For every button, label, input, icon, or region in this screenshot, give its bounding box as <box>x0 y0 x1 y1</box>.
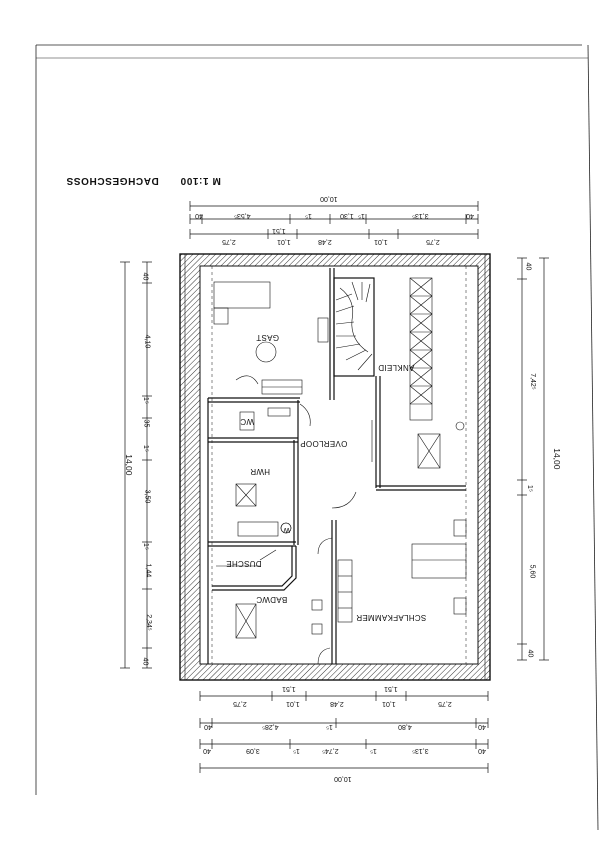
dim-left-4: 1⁵ <box>142 445 149 452</box>
room-label-dusche: DUSCHE <box>226 559 262 568</box>
dim-bot-r2-3: 4,28⁵ <box>262 723 279 730</box>
washer-label: W <box>283 526 290 533</box>
dim-right-2: 1⁵ <box>526 485 533 492</box>
staircase <box>335 281 373 371</box>
exterior-walls <box>179 253 491 681</box>
dim-bot-r1-1: 1,01 <box>382 700 396 707</box>
dim-left-6: 1⁵ <box>142 543 149 550</box>
dim-right-1: 7,42⁵ <box>529 373 536 390</box>
sheet-border-right <box>587 44 599 831</box>
dim-bot-r1-2: 2,48 <box>330 700 344 707</box>
dim-bot-r3-5: 3,09 <box>246 747 260 754</box>
dim-bot-r3-2: 1⁵ <box>370 747 377 754</box>
dim-bot-r3-1: 3,13⁵ <box>412 747 429 754</box>
dim-left-2: 1⁵ <box>142 397 149 404</box>
dim-bot-r2-2: 1⁵ <box>326 723 333 730</box>
dim-bot-r1-1b: 1,51 <box>384 685 398 692</box>
dim-top-r1-2: 1⁵ <box>358 212 365 219</box>
dim-bot-r1-3: 1,01 <box>286 700 300 707</box>
dim-top-r2-2: 2,48 <box>318 238 332 245</box>
dim-right-4: 40 <box>526 650 533 658</box>
dim-bot-r3-4: 1⁵ <box>293 747 300 754</box>
dim-bot-r2-1: 4,80 <box>398 723 412 730</box>
dim-bot-r2-4: 40 <box>478 723 486 730</box>
dim-left-7: 1,44 <box>144 564 151 578</box>
left-dimensions <box>120 261 152 669</box>
dim-bot-r1-4: 1,51 <box>282 685 296 692</box>
dim-top-r1-1: 3,13⁵ <box>412 212 429 219</box>
dim-top-r2-1: 1,01 <box>374 238 388 245</box>
room-label-wc: WC <box>240 417 254 426</box>
dim-bot-r3-0: 40 <box>203 747 211 754</box>
right-dimensions <box>517 257 549 661</box>
dim-bot-r3-3: 2,74⁵ <box>322 747 339 754</box>
dim-left-1: 4,10 <box>143 335 150 349</box>
dim-left-total: 14,00 <box>124 454 134 476</box>
washer-icon <box>280 522 292 534</box>
dim-left-8: 2,34⁵ <box>145 614 152 631</box>
drawing-scale: M 1:100 <box>180 175 221 186</box>
dim-top-r1-6: 40 <box>466 212 474 219</box>
dim-right-total: 14,00 <box>552 448 562 470</box>
dim-top-r2-3: 1,01 <box>277 238 291 245</box>
dim-left-3: 35 <box>142 420 149 428</box>
room-label-gast: GAST <box>256 333 279 342</box>
dim-bot-r3-6: 40 <box>478 747 486 754</box>
top-dimensions <box>189 201 479 239</box>
drawing-title: DACHGESCHOSS <box>66 175 159 186</box>
dim-bot-r1-0: 2,75 <box>438 700 452 707</box>
dim-bot-total: 10,00 <box>334 775 352 782</box>
dim-right-3: 5,60 <box>528 565 535 579</box>
dim-left-0: 40 <box>141 273 148 281</box>
dim-top-r1-4: 1⁵ <box>305 212 312 219</box>
room-label-ankleid: ANKLEID <box>378 363 414 372</box>
room-label-badwc: BADWC <box>256 595 287 604</box>
dim-top-r1-0: 40 <box>195 212 203 219</box>
dim-top-r1-3: 1,30 <box>340 212 354 219</box>
dim-top-r2-4: 1,51 <box>272 227 286 234</box>
dim-top-r2-0: 2,75 <box>426 238 440 245</box>
dim-left-9: 40 <box>141 658 148 666</box>
interior-walls <box>207 268 466 664</box>
dim-bot-r1-5: 2,75 <box>233 700 247 707</box>
dim-top-r1-5: 4,53⁵ <box>234 212 251 219</box>
dim-bot-r2-0: 40 <box>204 723 212 730</box>
fixtures <box>213 281 467 665</box>
room-label-hwr: HWR <box>250 467 270 476</box>
room-label-overloop: OVERLOOP <box>300 439 347 448</box>
room-label-schlafkammer: SCHLAFKAMMER <box>356 613 426 622</box>
dim-left-5: 3,50 <box>143 490 150 504</box>
bottom-dimensions <box>199 691 489 773</box>
dim-top-total: 10,00 <box>320 195 338 202</box>
dim-top-r2-5: 2,75 <box>222 238 236 245</box>
wardrobe <box>409 277 465 469</box>
dim-right-0: 40 <box>524 263 531 271</box>
